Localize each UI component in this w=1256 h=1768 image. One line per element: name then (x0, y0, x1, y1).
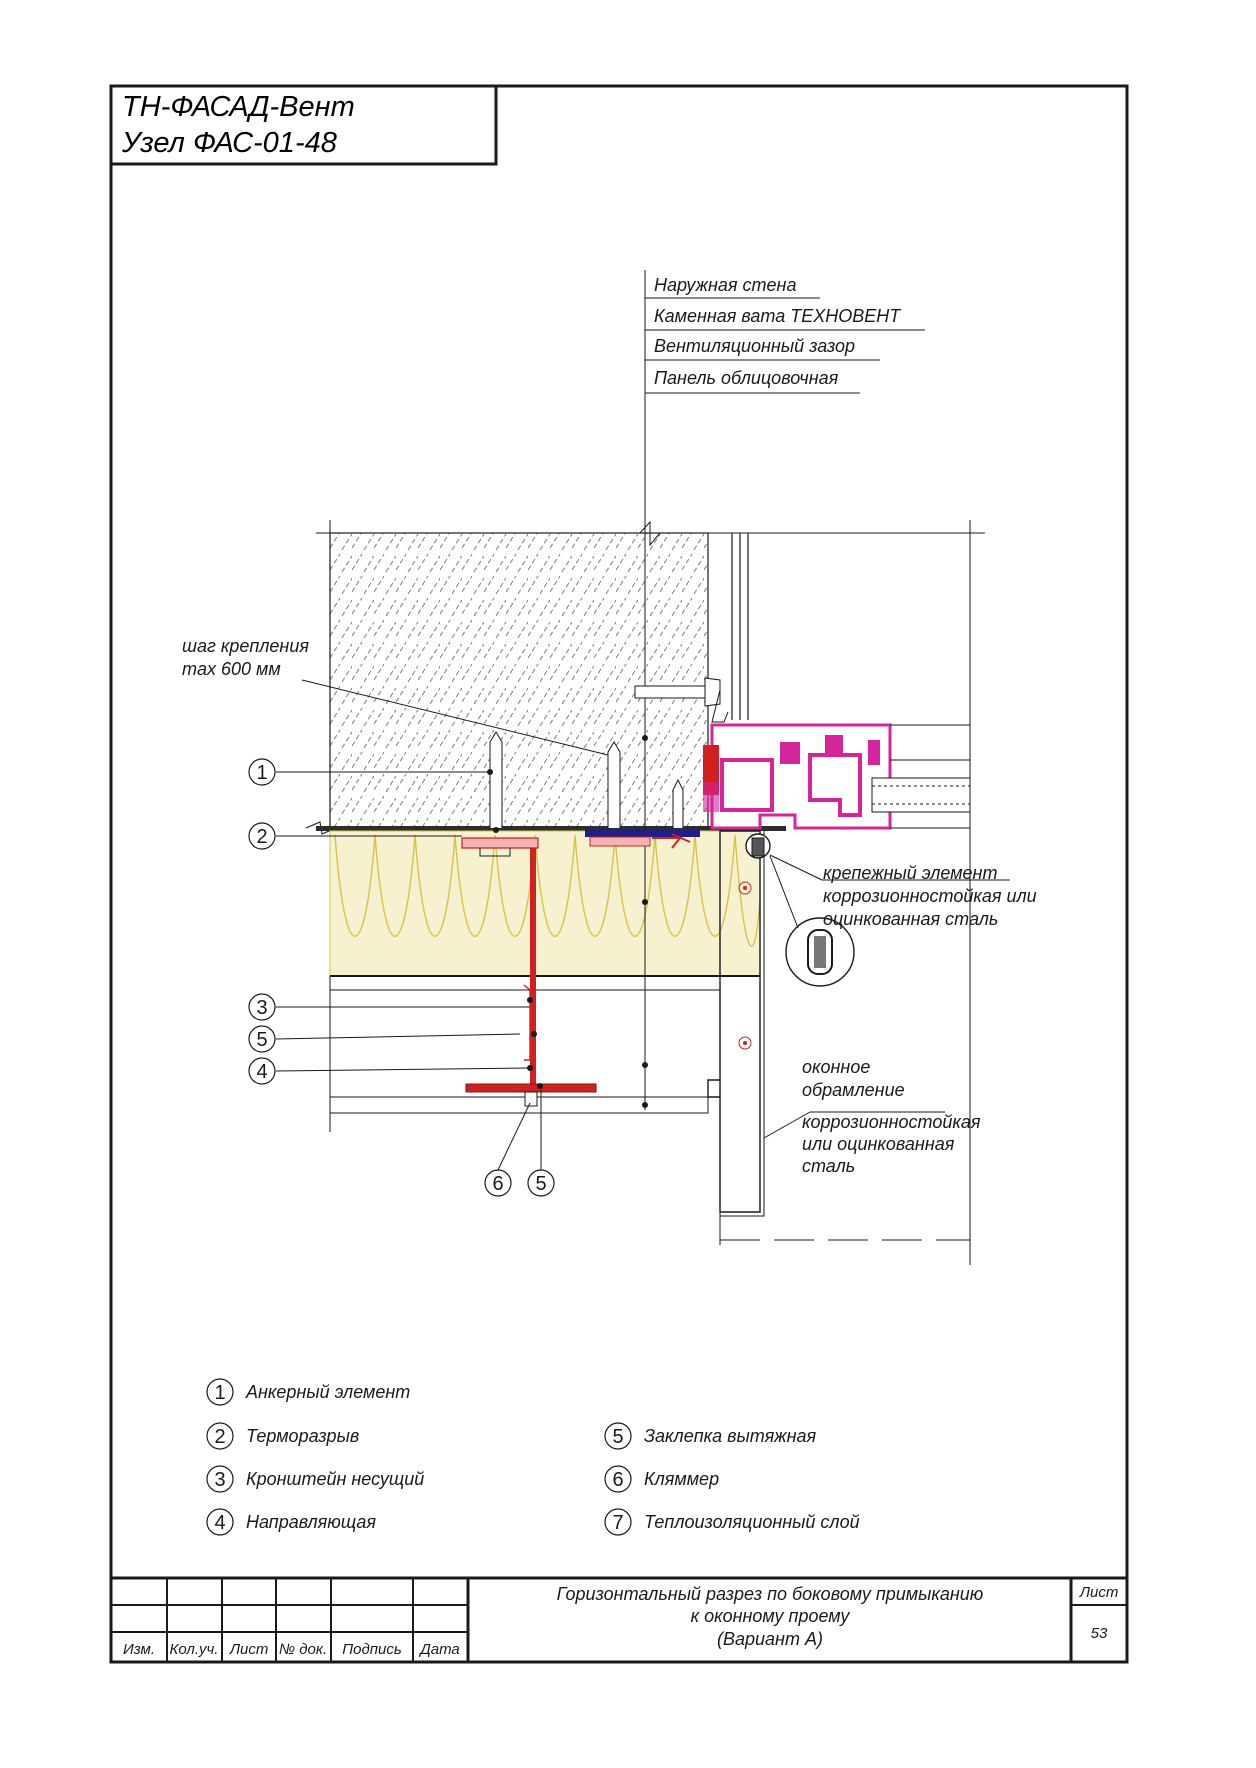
fastener-note-line3: оцинкованная сталь (823, 909, 998, 929)
title-line-2: Узел ФАС-01-48 (121, 127, 337, 159)
legend-num-7: 7 (612, 1512, 623, 1534)
legend-num-2: 2 (214, 1426, 225, 1448)
legend-text-3: Кронштейн несущий (246, 1469, 424, 1489)
stamp-col-ndok: № док. (279, 1641, 327, 1658)
legend-num-1: 1 (214, 1382, 225, 1404)
legend-num-4: 4 (214, 1512, 225, 1534)
layer-label-gap: Вентиляционный зазор (654, 336, 855, 356)
legend-text-7: Теплоизоляционный слой (644, 1512, 860, 1532)
layer-labels: Наружная стена Каменная вата ТЕХНОВЕНТ В… (644, 270, 925, 520)
callout-4: 4 (256, 1061, 267, 1083)
legend-num-6: 6 (612, 1469, 623, 1491)
trim-note-line1: оконное (802, 1057, 870, 1077)
trim-material-line1: коррозионностойкая (802, 1112, 981, 1132)
stamp-description-line3: (Вариант А) (717, 1629, 823, 1649)
callout-5-upper: 5 (256, 1029, 267, 1051)
window-profile (703, 723, 971, 830)
sheet-frame (109, 84, 1129, 1664)
callout-2: 2 (256, 826, 267, 848)
callouts: 1 2 3 5 4 6 5 (248, 758, 555, 1197)
bracket (461, 837, 597, 1107)
legend-num-5: 5 (612, 1426, 623, 1448)
stamp-col-podpis: Подпись (342, 1641, 402, 1658)
fastener-note-line2: коррозионностойкая или (823, 886, 1037, 906)
section-drawing (275, 520, 1010, 1265)
callout-5-lower: 5 (535, 1173, 546, 1195)
layer-label-wool: Каменная вата ТЕХНОВЕНТ (654, 306, 902, 326)
stamp-col-izm: Изм. (123, 1641, 155, 1658)
legend-text-2: Терморазрыв (246, 1426, 359, 1446)
trim-note-line2: обрамление (802, 1080, 905, 1100)
stamp-col-data: Дата (418, 1641, 460, 1658)
step-note-line1: шаг крепления (182, 636, 309, 656)
step-note-line2: max 600 мм (182, 659, 281, 679)
legend: 1 Анкерный элемент 2 Терморазрыв 3 Кронш… (206, 1378, 860, 1536)
stamp-col-koluch: Кол.уч. (170, 1641, 219, 1658)
callout-6: 6 (492, 1173, 503, 1195)
legend-text-5: Заклепка вытяжная (644, 1426, 816, 1446)
legend-text-1: Анкерный элемент (245, 1382, 410, 1402)
masonry-wall (329, 532, 709, 829)
stamp-description-line1: Горизонтальный разрез по боковому примык… (557, 1584, 984, 1604)
fastener-note-line1: крепежный элемент (823, 863, 997, 883)
title-stamp: Изм. Кол.уч. Лист № док. Подпись Дата Го… (111, 1576, 1127, 1662)
trim-material-line2: или оцинкованная (802, 1134, 955, 1154)
callout-3: 3 (256, 997, 267, 1019)
insulation-layer (329, 830, 761, 977)
stamp-description-line2: к оконному проему (691, 1606, 851, 1626)
anchor-elements (489, 677, 729, 828)
trim-material-line3: сталь (802, 1156, 855, 1176)
legend-text-4: Направляющая (246, 1512, 376, 1532)
annotations: шаг крепления max 600 мм крепежный элеме… (182, 636, 1037, 1176)
legend-text-6: Кляммер (644, 1469, 719, 1489)
stamp-sheet-label: Лист (1079, 1584, 1119, 1601)
cladding-panel (329, 1096, 709, 1114)
legend-num-3: 3 (214, 1469, 225, 1491)
layer-label-wall: Наружная стена (654, 275, 796, 295)
layer-label-panel: Панель облицовочная (654, 368, 839, 388)
fastener-detail (745, 833, 855, 987)
stamp-sheet-number: 53 (1091, 1625, 1108, 1642)
window-trim (707, 830, 761, 1213)
stamp-col-list: Лист (229, 1641, 269, 1658)
thermal-break-pads (493, 827, 700, 849)
title-block: ТН-ФАСАД-Вент Узел ФАС-01-48 (109, 84, 498, 166)
title-line-1: ТН-ФАСАД-Вент (122, 91, 355, 123)
callout-1: 1 (256, 762, 267, 784)
